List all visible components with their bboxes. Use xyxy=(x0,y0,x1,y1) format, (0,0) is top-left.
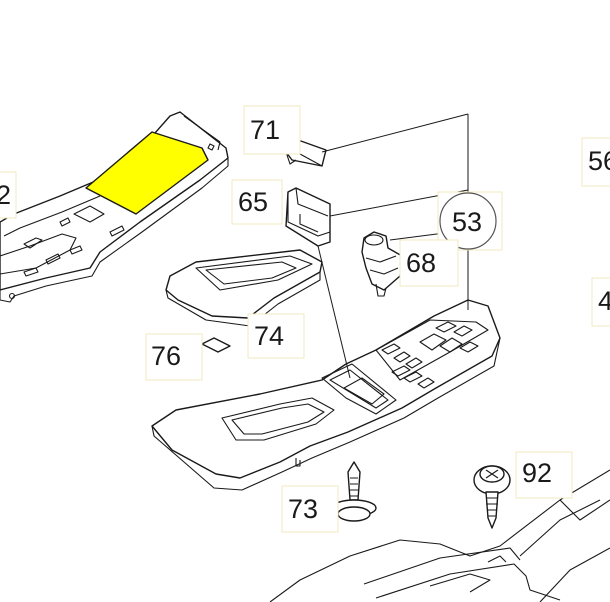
lower-frame xyxy=(269,469,610,602)
svg-text:56: 56 xyxy=(588,146,610,176)
svg-text:4: 4 xyxy=(598,286,610,316)
callout-56: 56 xyxy=(581,137,610,187)
callout-4: 4 xyxy=(591,277,610,327)
svg-text:71: 71 xyxy=(250,115,280,145)
callout-76: 76 xyxy=(145,333,203,381)
center-console xyxy=(151,299,501,491)
part-76-plate xyxy=(201,337,231,353)
callout-71: 71 xyxy=(243,105,301,155)
svg-text:74: 74 xyxy=(254,321,284,351)
svg-text:73: 73 xyxy=(288,494,318,524)
callout-68: 68 xyxy=(399,239,459,287)
part-74-cover xyxy=(165,249,323,327)
part-73-screw xyxy=(331,461,377,522)
svg-text:76: 76 xyxy=(151,341,181,371)
svg-text:2: 2 xyxy=(0,180,11,210)
part-65-bracket xyxy=(285,187,331,247)
highlighted-insert[interactable] xyxy=(85,131,209,215)
callout-92: 92 xyxy=(515,451,573,499)
svg-text:53: 53 xyxy=(452,207,482,237)
callout-2: 2 xyxy=(0,171,17,219)
part-92-screw xyxy=(473,465,511,529)
callout-65: 65 xyxy=(231,179,283,225)
part-68-switch xyxy=(361,231,403,297)
svg-text:65: 65 xyxy=(238,187,268,217)
svg-text:68: 68 xyxy=(406,248,436,278)
svg-text:92: 92 xyxy=(522,458,552,488)
callout-73: 73 xyxy=(281,485,339,533)
callout-74: 74 xyxy=(247,313,305,359)
